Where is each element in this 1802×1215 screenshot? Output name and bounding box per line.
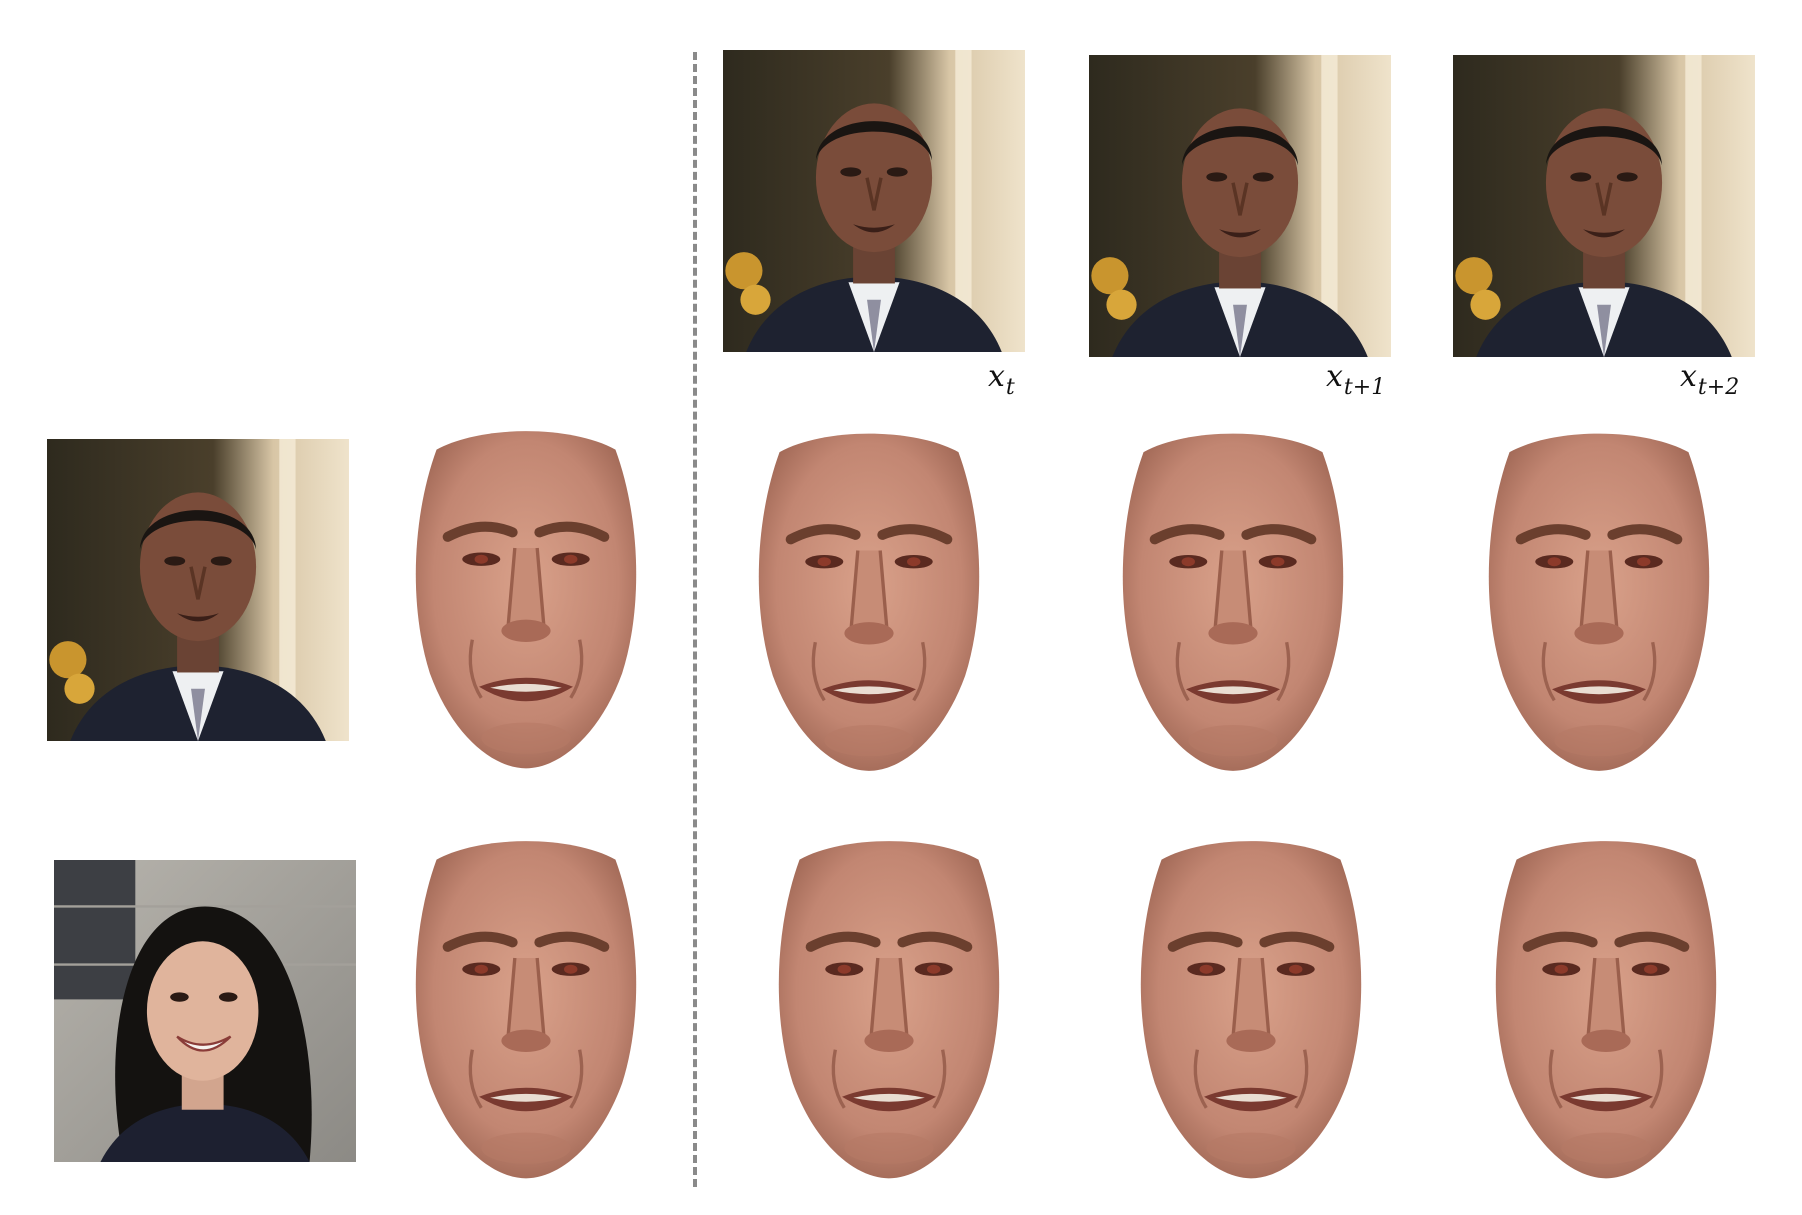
face-recon-row1-col1 bbox=[403, 410, 649, 780]
face-recon-row2-col1 bbox=[403, 820, 649, 1190]
face-recon-row2-col3 bbox=[1128, 815, 1374, 1195]
face-recon-row1-col4 bbox=[1476, 410, 1722, 785]
obama-frame-t-image bbox=[723, 50, 1025, 352]
frame-label-subscript: t+2 bbox=[1697, 375, 1740, 400]
frame-label-t2: xt+2 bbox=[1680, 359, 1739, 399]
frame-label-subscript: t+1 bbox=[1343, 375, 1386, 400]
woman-photo-input-image bbox=[54, 860, 356, 1162]
face-mesh-image bbox=[1476, 410, 1722, 785]
obama-frame-t bbox=[723, 50, 1025, 352]
face-mesh-image bbox=[746, 410, 992, 785]
frame-label-base: x bbox=[1326, 359, 1343, 394]
face-recon-row2-col4 bbox=[1483, 815, 1729, 1195]
face-mesh-image bbox=[1110, 410, 1356, 785]
obama-frame-t2 bbox=[1453, 55, 1755, 357]
frame-label-base: x bbox=[1680, 359, 1697, 394]
frame-label-subscript: t bbox=[1005, 375, 1015, 400]
frame-label-t1: xt+1 bbox=[1326, 359, 1385, 399]
woman-photo-input bbox=[54, 860, 356, 1162]
face-recon-row1-col2 bbox=[746, 410, 992, 785]
face-recon-row2-col2 bbox=[766, 815, 1012, 1195]
obama-photo-input bbox=[47, 439, 349, 741]
face-mesh-image bbox=[1128, 815, 1374, 1195]
obama-frame-t1 bbox=[1089, 55, 1391, 357]
dashed-divider bbox=[693, 52, 697, 1187]
obama-frame-t1-image bbox=[1089, 55, 1391, 357]
face-mesh-image bbox=[403, 410, 649, 780]
face-mesh-image bbox=[766, 815, 1012, 1195]
face-mesh-image bbox=[403, 820, 649, 1190]
frame-label-base: x bbox=[988, 359, 1005, 394]
face-mesh-image bbox=[1483, 815, 1729, 1195]
face-recon-row1-col3 bbox=[1110, 410, 1356, 785]
obama-photo-input-image bbox=[47, 439, 349, 741]
frame-label-t: xt bbox=[988, 359, 1015, 399]
obama-frame-t2-image bbox=[1453, 55, 1755, 357]
